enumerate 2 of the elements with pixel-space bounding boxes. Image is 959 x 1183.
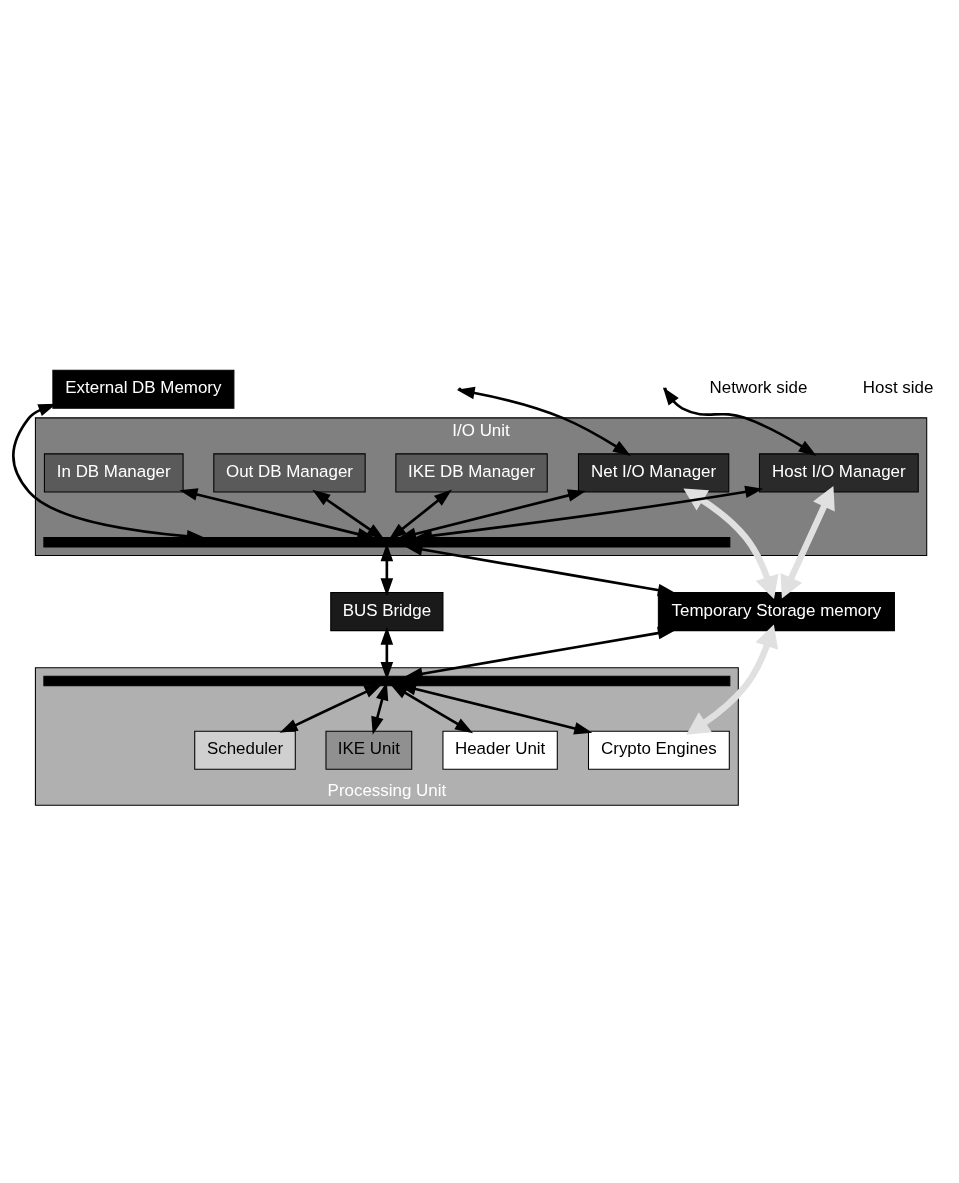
label: Host side [862, 377, 934, 397]
label: Network side [709, 377, 808, 397]
